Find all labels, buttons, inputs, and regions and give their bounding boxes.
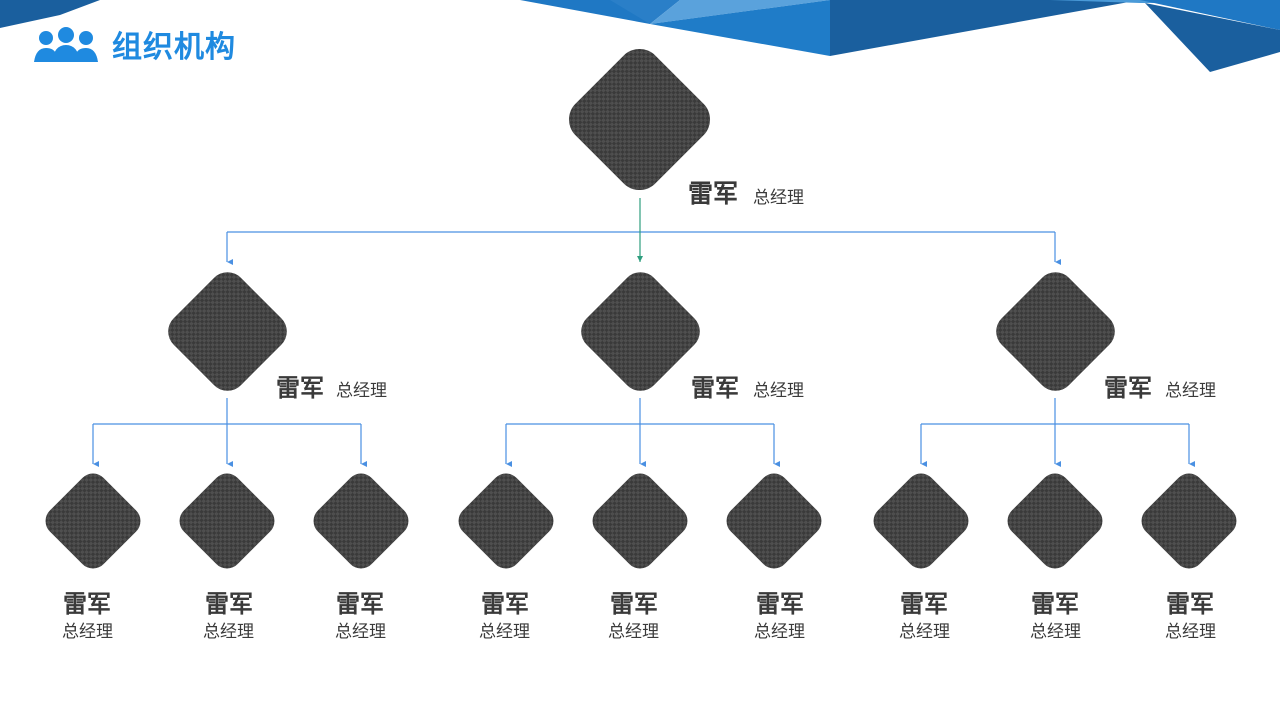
node-name: 雷军 (481, 590, 529, 618)
node-role: 总经理 (479, 622, 530, 642)
node-name: 雷军 (900, 590, 948, 618)
node-name: 雷军 (63, 590, 111, 618)
node-role: 总经理 (608, 622, 659, 642)
node-role: 总经理 (336, 381, 387, 401)
node-role: 总经理 (335, 622, 386, 642)
node-name: 雷军 (691, 374, 739, 402)
node-role: 总经理 (753, 381, 804, 401)
node-role: 总经理 (203, 622, 254, 642)
people-group-icon (34, 27, 98, 62)
node-name: 雷军 (276, 374, 324, 402)
node-name: 雷军 (610, 590, 658, 618)
page-header: 组织机构 (34, 24, 236, 65)
header-decoration (0, 0, 1280, 72)
node-role: 总经理 (1165, 622, 1216, 642)
node-name: 雷军 (756, 590, 804, 618)
node-name: 雷军 (1166, 590, 1214, 618)
node-name: 雷军 (1031, 590, 1079, 618)
node-role: 总经理 (899, 622, 950, 642)
node-role: 总经理 (1030, 622, 1081, 642)
node-role: 总经理 (1165, 381, 1216, 401)
node-name: 雷军 (1104, 374, 1152, 402)
node-role: 总经理 (754, 622, 805, 642)
node-name: 雷军 (336, 590, 384, 618)
node-name: 雷军 (205, 590, 253, 618)
node-name: 雷军 (688, 179, 739, 208)
node-role: 总经理 (753, 188, 804, 208)
page-title: 组织机构 (112, 30, 236, 65)
node-role: 总经理 (62, 622, 113, 642)
